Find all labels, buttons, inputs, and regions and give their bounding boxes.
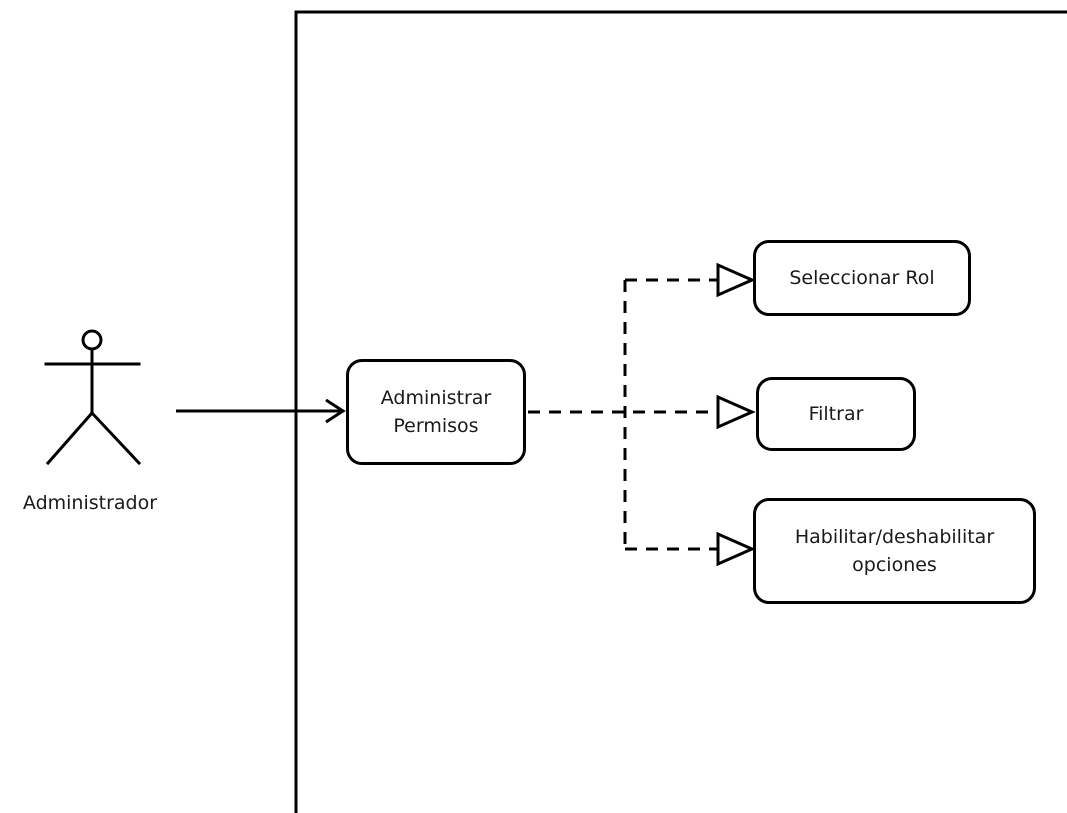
- actor-head: [81, 329, 103, 351]
- use-case-administrar-permisos[interactable]: Administrar Permisos: [346, 359, 526, 465]
- use-case-seleccionar-rol[interactable]: Seleccionar Rol: [753, 240, 971, 316]
- use-case-filtrar[interactable]: Filtrar: [756, 377, 916, 451]
- actor-figure: [44, 329, 142, 466]
- system-boundary: [294, 10, 1067, 813]
- use-case-label: Seleccionar Rol: [789, 267, 935, 289]
- arrowhead-filtrar: [716, 394, 756, 430]
- use-case-label: Filtrar: [808, 403, 864, 425]
- arrowhead-habilitar: [716, 531, 756, 567]
- actor-right-leg: [89, 410, 142, 466]
- dashed-relations: [528, 278, 718, 551]
- use-case-habilitar-deshabilitar-opciones[interactable]: Habilitar/deshabilitar opciones: [753, 498, 1036, 604]
- arrowheads: [716, 262, 756, 567]
- actor-label: Administrador: [22, 492, 158, 514]
- use-case-label: Administrar Permisos: [380, 387, 492, 437]
- association-arrow: [176, 398, 346, 424]
- use-case-label: Habilitar/deshabilitar opciones: [794, 526, 995, 576]
- actor-left-leg: [45, 410, 95, 466]
- arrowhead-seleccionar-rol: [716, 262, 756, 298]
